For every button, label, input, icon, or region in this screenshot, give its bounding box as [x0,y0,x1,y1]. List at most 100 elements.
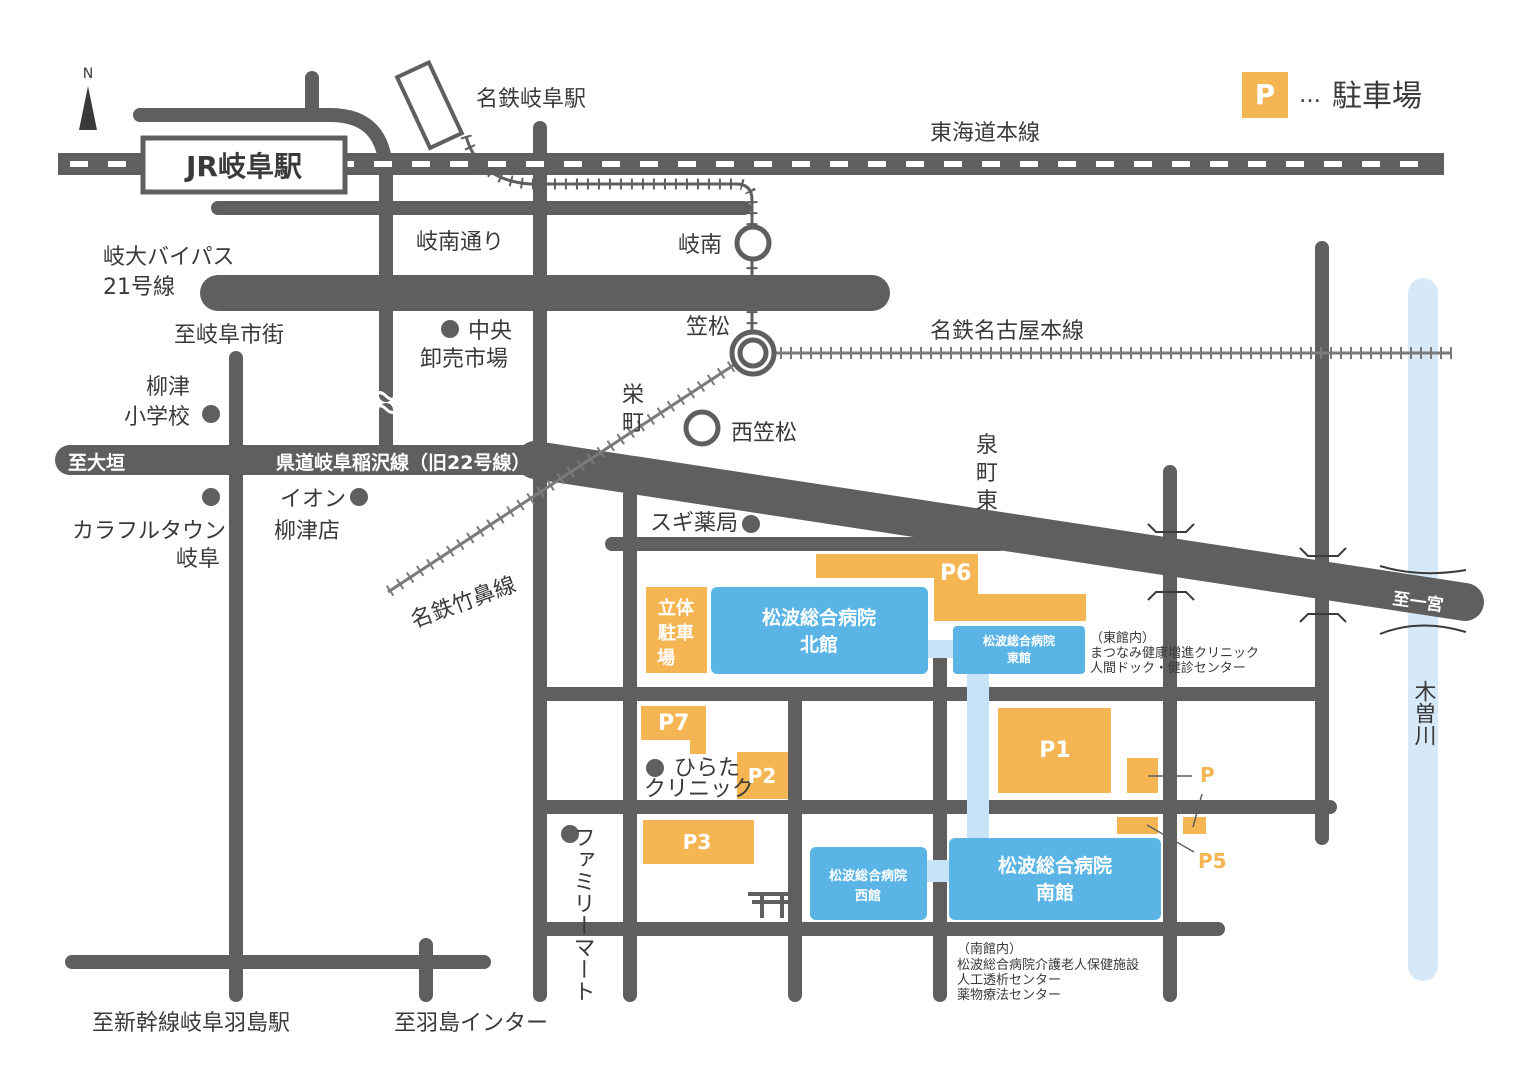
kiso-river-label: 木曽川 [1411,680,1437,746]
legend-parking-swatch [1242,72,1288,118]
colorful-town-dot [202,488,220,506]
p-small-label: P [1200,763,1215,787]
hospital-south [949,838,1161,920]
kiso-river [1408,278,1438,981]
jr-gifu-station-box [140,135,348,195]
izumimachi-label-3: 東 [976,489,998,514]
sugi-label: スギ薬局 [650,511,738,536]
nishi-kasamatsu-label: 西笠松 [731,421,797,446]
hospital-east-label-1: 松波総合病院 [983,633,1055,648]
dot-icon [202,320,760,843]
sugi-dot [742,515,760,533]
parking-p5-a [1117,817,1158,834]
hospital-connectors [926,640,989,882]
p3-label: P3 [683,830,712,854]
hospital-south-label-2: 南館 [1036,881,1074,904]
kasamatsu-station-inner [737,337,769,369]
multistory-label-3: 場 [657,648,675,669]
to-hashima-ic-label: 至羽島インター [394,1011,548,1036]
colorful-town-label-2: 岐阜 [176,547,220,572]
ginan-station [734,224,772,262]
nishi-kasamatsu-station [683,409,721,447]
parking-leader-lines [1146,775,1203,853]
parking-p5-b [1183,817,1206,834]
p5-label: P5 [1198,849,1227,873]
parking-p6 [816,554,1086,621]
to-gifu-city-label: 至岐阜市街 [174,323,284,348]
izumimachi-label-1: 泉 [976,433,998,458]
market-label-1: 中央 [468,319,512,344]
market-dot [441,320,459,338]
hospital-buildings [711,587,1161,920]
parking-p2 [737,752,788,799]
hospital-south-label-1: 松波総合病院 [998,854,1112,877]
to-ogaki-label: 至大垣 [68,451,125,474]
road-kendo [516,441,1484,621]
multistory-label-1: 立体 [658,597,695,619]
p1-label: P1 [1039,738,1070,763]
hospital-north [711,587,928,674]
east-note-3: 人間ドック・健診センター [1090,660,1246,676]
aeon-label-1: イオン [280,487,346,512]
hirata-label-1: ひらた [674,756,740,781]
hospital-east [953,626,1085,674]
nagoya-line-label: 名鉄名古屋本線 [930,319,1084,344]
yanaizu-school-dot [202,405,220,423]
north-arrow-icon: N [79,66,97,130]
parking-areas [641,72,1288,864]
hospital-north-label-1: 松波総合病院 [762,606,876,629]
south-note-3: 人工透析センター [957,973,1061,988]
parking-p1 [998,708,1111,793]
parking-p3 [643,820,754,864]
familymart-label: ファミリーマート [570,826,595,1002]
takehana-line-label: 名鉄竹鼻線 [408,573,520,634]
yanaizu-label-1: 柳津 [146,375,190,400]
sakaemachi-label-1: 栄 [622,383,644,408]
south-note-4: 薬物療法センター [957,988,1061,1003]
meitetsu-tracks [384,134,1452,598]
izumimachi-label-2: 町 [976,461,998,486]
east-note-2: まつなみ健康増進クリニック [1090,645,1259,661]
hospital-east-label-2: 東館 [1007,650,1031,665]
north-label: N [83,66,93,82]
to-shinkansen-label: 至新幹線岐阜羽島駅 [92,1011,290,1036]
bridge-marks [1147,523,1467,635]
hospital-west-label-1: 松波総合病院 [829,868,907,884]
tokaido-line-label: 東海道本線 [930,121,1040,146]
p6-label: P6 [940,561,971,586]
east-note-1: （東館内） [1090,630,1155,646]
bypass-label-1: 岐大バイパス [103,245,235,270]
familymart-dot [561,825,579,843]
legend-label: 駐車場 [1332,79,1422,114]
parking-p7 [641,706,706,754]
bypass-label-2: 21号線 [103,275,175,300]
ginan-dori-label: 岐南通り [416,230,504,255]
kendo-label: 県道岐阜稲沢線（旧22号線） [276,451,530,474]
parking-multistory [646,587,707,673]
torii-icon [748,892,796,918]
station-circle-icon [683,224,777,447]
hospital-west [810,847,927,920]
yanaizu-label-2: 小学校 [124,405,190,430]
hirata-dot [646,759,664,777]
multistory-label-2: 駐車 [658,622,694,644]
ginan-station-label: 岐南 [678,233,722,258]
road-break-icon [370,391,402,414]
market-label-2: 卸売市場 [420,347,508,372]
aeon-label-2: 柳津店 [274,519,340,544]
road-network [55,71,1484,1002]
meitetsu-main-track-north [464,135,754,340]
legend-dots: … [1299,83,1321,108]
jr-gifu-station-label: JR岐阜駅 [184,150,302,183]
p7-label: P7 [658,711,689,736]
aeon-dot [350,488,368,506]
p2-label: P2 [748,764,777,788]
legend-p: P [1255,78,1276,111]
hirata-label-2: クリニック [644,777,754,802]
hospital-west-label-2: 西館 [855,888,881,904]
south-note-1: （南館内） [957,941,1022,957]
hospital-north-label-2: 北館 [800,633,838,656]
south-note-2: 松波総合病院介護老人保健施設 [957,957,1139,973]
